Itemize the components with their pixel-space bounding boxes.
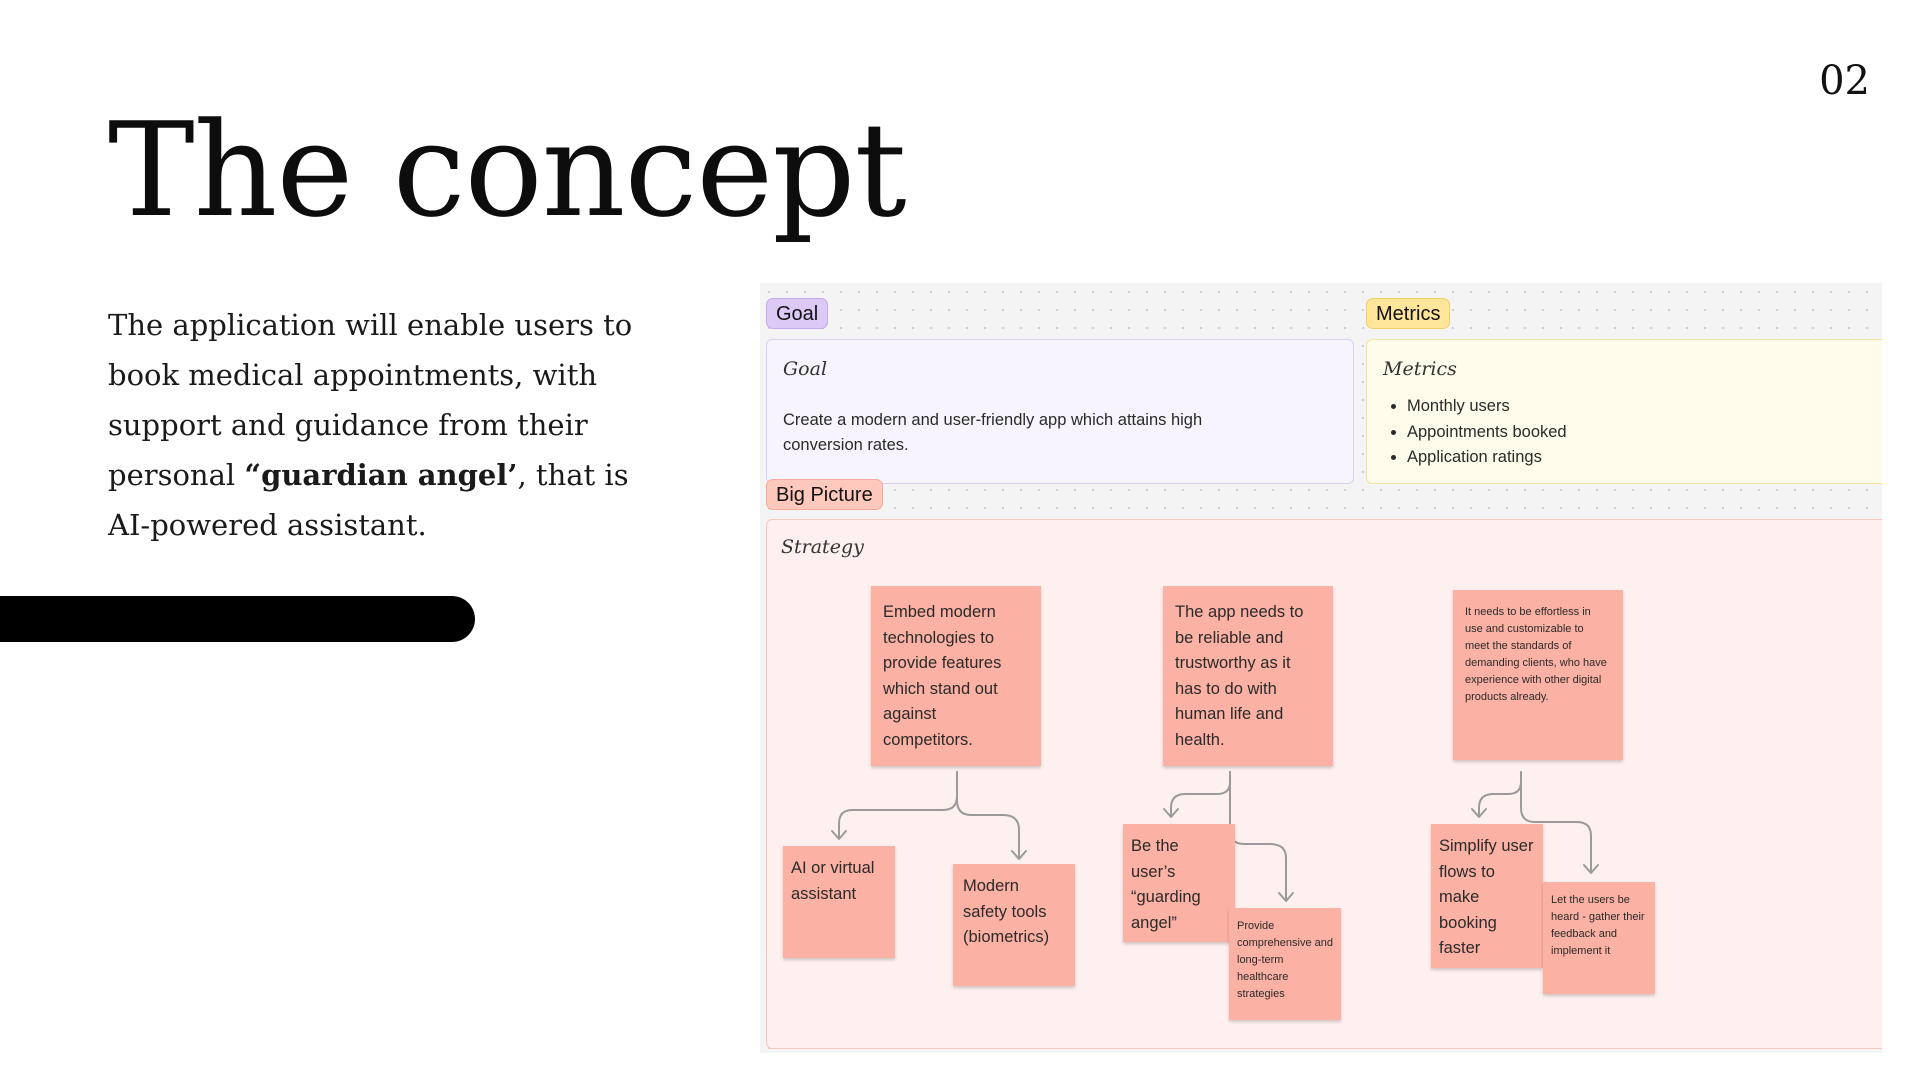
whiteboard-screenshot: Goal Goal Create a modern and user-frien… — [760, 283, 1882, 1053]
intro-text-2: , that is AI-powered assistant. — [108, 458, 629, 542]
arrow-line — [956, 771, 1020, 859]
arrow-head — [1278, 892, 1294, 902]
sticky-ai-assistant: AI or virtual assistant — [783, 846, 895, 958]
goal-tag: Goal — [766, 298, 829, 329]
sticky-healthcare: Provide comprehensive and long-term heal… — [1229, 908, 1341, 1020]
metrics-item: Appointments booked — [1407, 420, 1567, 446]
decorative-bar — [0, 596, 475, 642]
arrow-head — [1163, 808, 1179, 818]
goal-card: Goal Create a modern and user-friendly a… — [766, 339, 1354, 484]
arrow-line — [838, 771, 958, 839]
arrow-line — [1520, 771, 1592, 873]
arrow-line — [1170, 771, 1231, 817]
sticky-simplify: Simplify user flows to make booking fast… — [1431, 824, 1543, 968]
intro-bold: “guardian angel’ — [244, 458, 518, 492]
big-picture-tag: Big Picture — [766, 479, 883, 510]
intro-text-1: The application will enable users to boo… — [108, 308, 633, 492]
intro-paragraph: The application will enable users to boo… — [108, 300, 668, 550]
arrow-line — [1229, 771, 1287, 901]
arrow-head — [831, 830, 847, 840]
metrics-item: Application ratings — [1407, 445, 1567, 471]
big-picture-card: Strategy Embed modern technologies — [766, 519, 1882, 1049]
arrow-head — [1011, 850, 1027, 860]
sticky-reliable: The app needs to be reliable and trustwo… — [1163, 586, 1333, 766]
strategy-heading: Strategy — [781, 536, 864, 558]
arrow-head — [1583, 864, 1599, 874]
sticky-effortless: It needs to be effortless in use and cus… — [1453, 590, 1623, 760]
goal-text: Create a modern and user-friendly app wh… — [783, 411, 1203, 454]
page-number: 02 — [1819, 58, 1870, 104]
sticky-feedback: Let the users be heard - gather their fe… — [1543, 882, 1655, 994]
connector-arrows — [831, 771, 1599, 902]
metrics-tag: Metrics — [1366, 298, 1451, 329]
metrics-list: Monthly users Appointments booked Applic… — [1383, 394, 1567, 471]
metrics-heading: Metrics — [1383, 358, 1457, 380]
goal-heading: Goal — [783, 358, 828, 380]
sticky-safety-tools: Modern safety tools (biometrics) — [953, 864, 1075, 986]
arrow-head — [1471, 808, 1487, 818]
page-title: The concept — [108, 94, 907, 246]
sticky-embed: Embed modern technologies to provide fea… — [871, 586, 1041, 766]
metrics-item: Monthly users — [1407, 394, 1567, 420]
sticky-guardian: Be the user’s “guarding angel” — [1123, 824, 1235, 942]
metrics-card: Metrics Monthly users Appointments booke… — [1366, 339, 1882, 484]
